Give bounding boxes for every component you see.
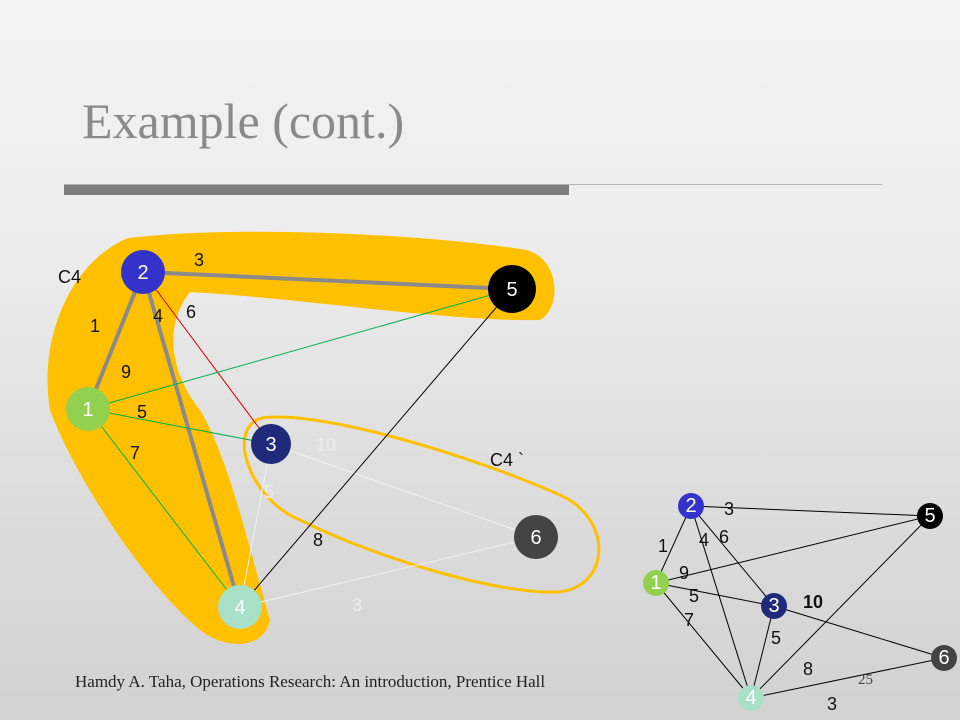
small-node-label-2: 2 — [685, 495, 696, 517]
title-rule-thick — [64, 185, 569, 195]
small-edge-3-6 — [773, 605, 945, 659]
small-edge-weight-3-4: 5 — [771, 628, 781, 648]
small-edge-4-6 — [750, 657, 945, 699]
main-node-label-4: 4 — [234, 597, 245, 619]
small-node-label-1: 1 — [650, 572, 661, 594]
main-node-5 — [488, 265, 536, 313]
main-edge-weight-2-4: 4 — [153, 306, 163, 326]
c4-prime-outline-region — [242, 415, 601, 594]
small-edge-1-4 — [655, 582, 752, 699]
small-node-6 — [931, 645, 957, 671]
main-edge-3-4 — [239, 443, 272, 608]
main-node-6 — [514, 515, 558, 559]
small-edge-1-3 — [655, 582, 775, 607]
small-edge-weight-1-3: 5 — [689, 586, 699, 606]
small-node-label-6: 6 — [938, 647, 949, 669]
main-edge-2-3 — [142, 271, 272, 445]
small-node-2 — [678, 493, 704, 519]
small-edge-2-3 — [690, 505, 775, 607]
small-edge-weight-2-5: 3 — [724, 499, 734, 519]
main-edge-weight-2-5: 3 — [194, 250, 204, 270]
small-node-4 — [738, 685, 764, 711]
main-node-2 — [121, 250, 165, 294]
small-edge-3-4 — [750, 605, 775, 699]
small-edge-weight-4-6: 3 — [827, 694, 837, 714]
main-edge-weight-1-4: 7 — [130, 443, 140, 463]
small-edge-weight-2-1: 1 — [658, 536, 668, 556]
small-edge-weight-1-4: 7 — [684, 610, 694, 630]
main-node-label-6: 6 — [530, 527, 541, 549]
small-graph-edges — [655, 505, 945, 699]
main-edge-weight-3-6: 10 — [316, 435, 336, 455]
main-edge-2-4 — [141, 271, 242, 608]
footer-citation: Hamdy A. Taha, Operations Research: An i… — [75, 672, 546, 691]
main-node-4 — [218, 585, 262, 629]
main-edge-weight-2-3: 6 — [186, 302, 196, 322]
small-node-label-5: 5 — [924, 505, 935, 527]
small-node-label-4: 4 — [745, 687, 756, 709]
small-node-5 — [917, 503, 943, 529]
small-edge-4-5 — [750, 515, 931, 699]
small-node-3 — [761, 593, 787, 619]
small-node-1 — [643, 570, 669, 596]
main-edge-2-1 — [86, 271, 145, 410]
main-edge-2-5 — [142, 270, 513, 291]
slide-title: Example (cont.) — [82, 93, 405, 149]
group-label-c4-prime: C4 ` — [490, 450, 524, 470]
main-edge-weight-4-5: 8 — [313, 530, 323, 550]
main-edge-3-6 — [270, 443, 537, 538]
main-node-1 — [66, 387, 110, 431]
main-edge-weight-3-4: 5 — [264, 482, 274, 502]
main-node-3 — [251, 424, 291, 464]
main-edge-4-5 — [239, 288, 513, 608]
main-node-label-5: 5 — [506, 279, 517, 301]
main-edge-1-4 — [87, 408, 241, 608]
small-edge-weight-1-5: 9 — [679, 563, 689, 583]
main-node-label-3: 3 — [265, 434, 276, 456]
main-edge-4-6 — [239, 536, 537, 608]
main-edge-weight-1-5: 9 — [121, 362, 131, 382]
main-edge-weight-4-6: 3 — [352, 595, 362, 615]
main-edge-1-5 — [87, 288, 513, 410]
small-edge-2-1 — [655, 505, 692, 584]
small-edge-weight-3-6: 10 — [803, 592, 823, 612]
main-graph-edges — [86, 270, 537, 608]
small-edge-weight-2-3: 6 — [719, 527, 729, 547]
small-edge-weight-4-5: 8 — [803, 659, 813, 679]
small-edge-2-5 — [690, 505, 931, 517]
main-edge-weight-2-1: 1 — [90, 316, 100, 336]
c4-highlight-region — [47, 231, 555, 644]
main-graph-nodes: 1 2 3 4 5 6 — [66, 250, 558, 629]
slide-number: 25 — [858, 672, 873, 688]
small-edge-2-4 — [690, 505, 752, 699]
small-edge-1-5 — [655, 515, 931, 584]
main-edge-weight-1-3: 5 — [137, 402, 147, 422]
main-edge-1-3 — [87, 408, 272, 445]
main-node-label-1: 1 — [82, 399, 93, 421]
main-node-label-2: 2 — [137, 262, 148, 284]
title-rule-thin — [64, 184, 882, 185]
small-node-label-3: 3 — [768, 595, 779, 617]
group-label-c4: C4 — [58, 267, 81, 287]
small-edge-weight-2-4: 4 — [699, 530, 709, 550]
